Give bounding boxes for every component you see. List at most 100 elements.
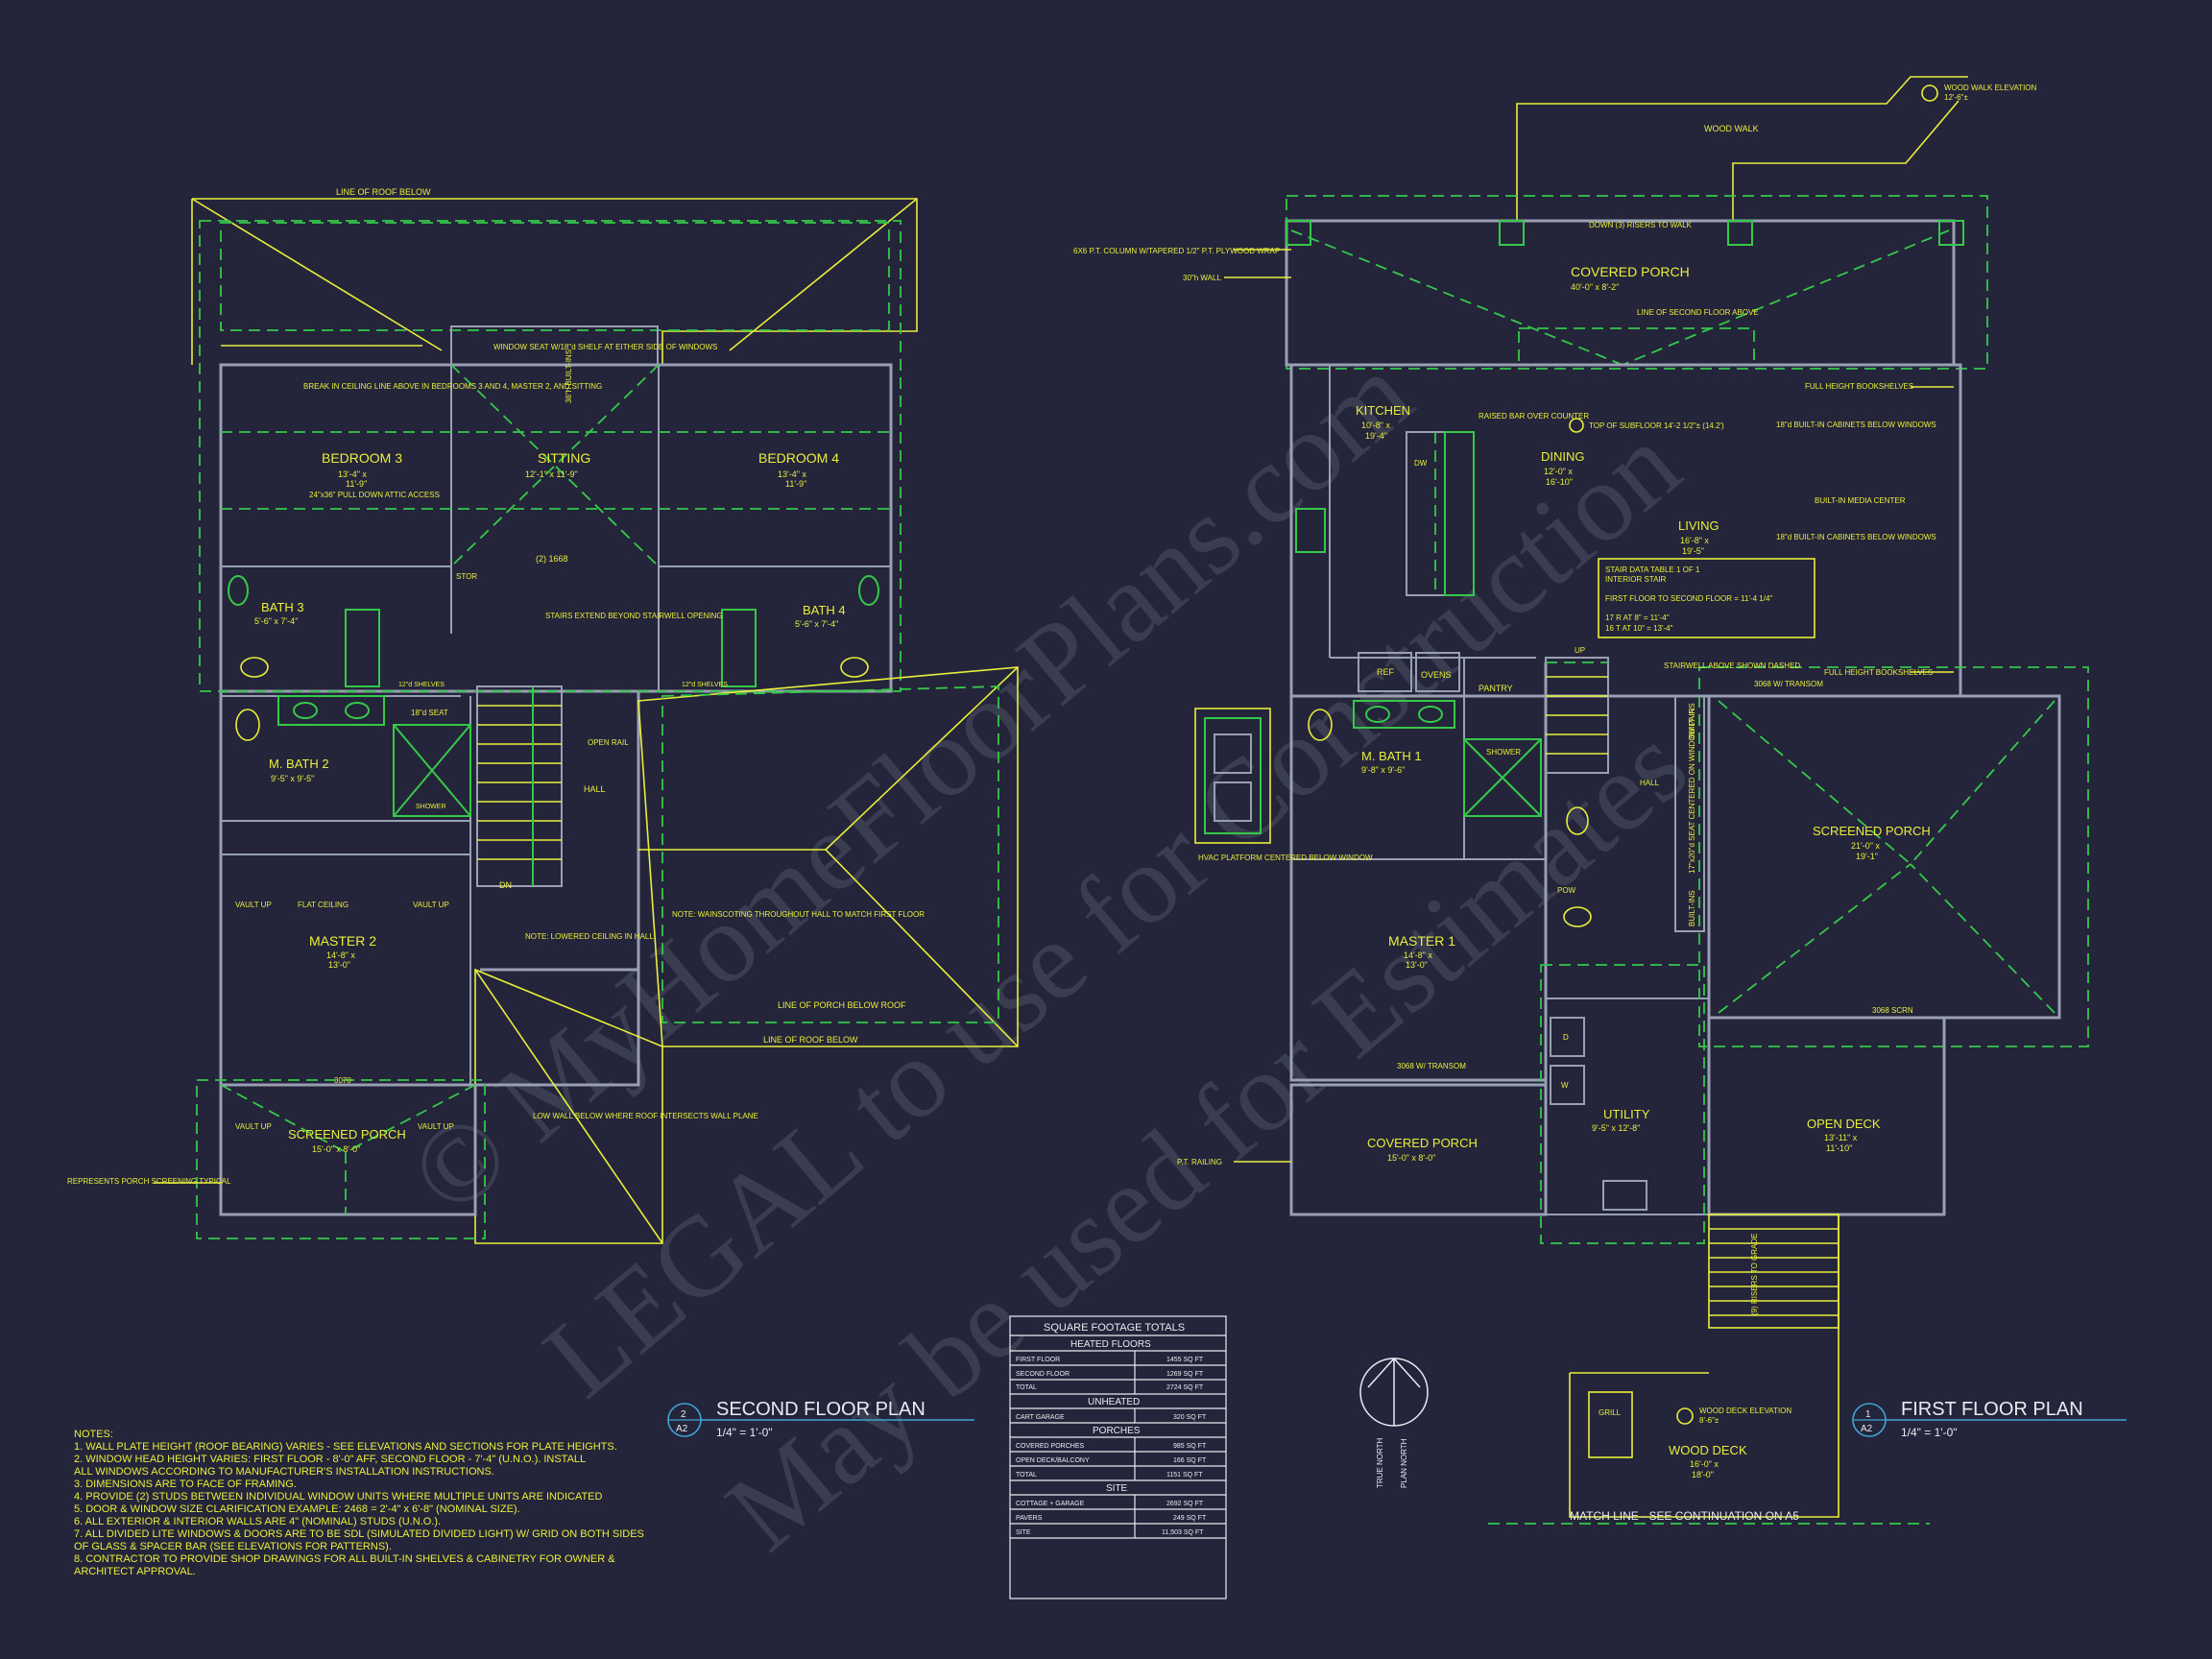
note-2: 2. WINDOW HEAD HEIGHT VARIES: FIRST FLOO… [74, 1454, 586, 1465]
svg-text:2692 SQ FT: 2692 SQ FT [1166, 1501, 1204, 1507]
svg-text:COVERED PORCH: COVERED PORCH [1367, 1136, 1478, 1150]
svg-text:166 SQ FT: 166 SQ FT [1173, 1457, 1207, 1464]
svg-text:STOR: STOR [456, 572, 477, 581]
note-7: 7. ALL DIVIDED LITE WINDOWS & DOORS ARE … [74, 1528, 644, 1540]
svg-text:KITCHEN: KITCHEN [1356, 403, 1410, 418]
builtin-cabinets-note-2: 18"d BUILT-IN CABINETS BELOW WINDOWS [1776, 533, 1936, 541]
svg-text:1: 1 [1865, 1409, 1871, 1420]
svg-text:13'-11" x: 13'-11" x [1824, 1133, 1858, 1142]
svg-text:TOTAL: TOTAL [1016, 1472, 1037, 1479]
room-screened-porch-2: SCREENED PORCH 15'-0" x 8'-0" [288, 1127, 406, 1154]
second-floor-scale: 1/4" = 1'-0" [716, 1426, 773, 1439]
room-bedroom-3: BEDROOM 3 13'-4" x 11'-9" [322, 450, 402, 489]
svg-text:REF: REF [1377, 667, 1395, 677]
svg-text:(2) 1668: (2) 1668 [536, 554, 568, 564]
room-covered-porch-top: COVERED PORCH 40'-0" x 8'-2" [1571, 264, 1690, 292]
room-sitting: SITTING 12'-1" x 11'-9" [525, 450, 590, 479]
screened-porch-2 [219, 1083, 477, 1216]
svg-text:COVERED PORCHES: COVERED PORCHES [1016, 1443, 1085, 1450]
media-center-note: BUILT-IN MEDIA CENTER [1815, 496, 1906, 505]
svg-text:SITE: SITE [1016, 1529, 1031, 1536]
lowered-ceiling-note: NOTE: LOWERED CEILING IN HALL [525, 932, 654, 941]
room-covered-porch-bottom: COVERED PORCH 15'-0" x 8'-0" [1367, 1136, 1478, 1163]
svg-text:3070: 3070 [334, 1076, 351, 1085]
room-wood-deck: WOOD DECK 16'-0" x 18'-0" [1669, 1443, 1747, 1479]
note-5: 5. DOOR & WINDOW SIZE CLARIFICATION EXAM… [74, 1503, 520, 1515]
svg-text:A2: A2 [676, 1424, 688, 1434]
builtins-note: 36"h BUILT-INS [565, 349, 573, 403]
svg-text:12'-1" x 11'-9": 12'-1" x 11'-9" [525, 469, 578, 479]
note-8: 8. CONTRACTOR TO PROVIDE SHOP DRAWINGS F… [74, 1553, 615, 1565]
svg-text:POW: POW [1557, 886, 1576, 895]
svg-text:SHOWER: SHOWER [416, 804, 446, 810]
break-ceiling-note: BREAK IN CEILING LINE ABOVE IN BEDROOMS … [303, 382, 602, 391]
svg-text:320 SQ FT: 320 SQ FT [1173, 1414, 1207, 1421]
svg-text:SHOWER: SHOWER [1486, 748, 1521, 757]
first-floor-plan: WOOD WALK WOOD WALK ELEVATION 12'-6"± DW [1073, 76, 2089, 1525]
svg-text:D: D [1563, 1033, 1569, 1042]
svg-text:M. BATH 2: M. BATH 2 [269, 757, 329, 771]
svg-text:1151 SQ FT: 1151 SQ FT [1166, 1472, 1203, 1479]
svg-text:HEATED FLOORS: HEATED FLOORS [1070, 1339, 1151, 1350]
svg-text:9'-5" x 12'-8": 9'-5" x 12'-8" [1592, 1123, 1640, 1133]
hvac-platform [1194, 708, 1271, 844]
svg-text:WOOD DECK ELEVATION: WOOD DECK ELEVATION [1699, 1407, 1791, 1415]
railing-note: P.T. RAILING [1177, 1158, 1222, 1166]
svg-text:M. BATH 1: M. BATH 1 [1361, 749, 1422, 763]
hall-label-2: HALL [584, 784, 606, 794]
shower-2 [393, 724, 471, 817]
svg-text:VAULT UP: VAULT UP [418, 1122, 454, 1131]
svg-text:16 T AT 10" = 13'-4": 16 T AT 10" = 13'-4" [1605, 624, 1673, 633]
second-floor-title-block: 2 A2 SECOND FLOOR PLAN 1/4" = 1'-0" [667, 1399, 974, 1439]
roof-note-top: LINE OF ROOF BELOW [336, 187, 431, 197]
bookshelves-note-top: FULL HEIGHT BOOKSHELVES [1805, 382, 1913, 391]
room-bedroom-4: BEDROOM 4 13'-4" x 11'-9" [758, 450, 839, 489]
note-1: 1. WALL PLATE HEIGHT (ROOF BEARING) VARI… [74, 1441, 617, 1453]
svg-text:GRILL: GRILL [1599, 1408, 1622, 1417]
room-kitchen: KITCHEN 10'-8" x 19'-4" [1356, 403, 1410, 441]
first-floor-main-walls [1289, 363, 1962, 698]
svg-text:5'-6" x 7'-4": 5'-6" x 7'-4" [254, 616, 298, 626]
roof-outline [192, 198, 918, 365]
svg-text:SITTING: SITTING [538, 450, 590, 466]
svg-text:(9) RISERS TO GRADE: (9) RISERS TO GRADE [1750, 1234, 1759, 1316]
svg-text:FIRST FLOOR TO SECOND FLOOR =: FIRST FLOOR TO SECOND FLOOR = 11'-4 1/4" [1605, 594, 1772, 603]
roof-note-right: LINE OF ROOF BELOW [763, 1035, 858, 1045]
svg-text:12"d SHELVES: 12"d SHELVES [398, 682, 445, 688]
svg-text:12'-0" x: 12'-0" x [1544, 467, 1573, 476]
svg-text:A2: A2 [1861, 1424, 1873, 1434]
notes-title: NOTES: [74, 1429, 113, 1440]
svg-text:BATH 4: BATH 4 [803, 603, 846, 617]
svg-text:OPEN DECK: OPEN DECK [1807, 1117, 1881, 1131]
svg-text:19'-4": 19'-4" [1365, 431, 1387, 441]
stair-data-table: STAIR DATA TABLE 1 OF 1 INTERIOR STAIR F… [1598, 558, 1815, 638]
room-bath-3: BATH 3 5'-6" x 7'-4" [254, 600, 304, 626]
svg-text:WOOD DECK: WOOD DECK [1669, 1443, 1747, 1457]
svg-text:16'-0" x: 16'-0" x [1690, 1459, 1719, 1469]
svg-text:249 SQ FT: 249 SQ FT [1173, 1515, 1207, 1522]
second-floor-title: SECOND FLOOR PLAN [716, 1399, 926, 1420]
porch-screening-note: REPRESENTS PORCH SCREENING TYPICAL [67, 1177, 231, 1186]
wood-walk [1516, 76, 1968, 221]
hvac-note: HVAC PLATFORM CENTERED BELOW WINDOW [1198, 854, 1373, 862]
svg-text:11'-9": 11'-9" [346, 479, 367, 489]
svg-text:18'-0": 18'-0" [1692, 1470, 1714, 1479]
svg-text:12"d SHELVES: 12"d SHELVES [682, 682, 728, 688]
svg-text:15'-0" x 8'-0": 15'-0" x 8'-0" [312, 1144, 360, 1154]
column-note: 6X6 P.T. COLUMN W/TAPERED 1/2" P.T. PLYW… [1073, 247, 1280, 255]
room-master-bath-2: M. BATH 2 9'-5" x 9'-5" [269, 757, 329, 783]
wainscot-note: NOTE: WAINSCOTING THROUGHOUT HALL TO MAT… [672, 910, 925, 919]
note-7b: OF GLASS & SPACER BAR (SEE ELEVATIONS FO… [74, 1541, 392, 1552]
svg-text:COVERED PORCH: COVERED PORCH [1571, 264, 1690, 279]
room-living: LIVING 16'-8" x 19'-5" [1678, 518, 1719, 556]
note-8b: ARCHITECT APPROVAL. [74, 1566, 196, 1577]
window-seat-note: WINDOW SEAT W/18"d SHELF AT EITHER SIDE … [493, 343, 717, 351]
scrn-door-note: 3068 SCRN [1872, 1006, 1913, 1015]
svg-text:2724 SQ FT: 2724 SQ FT [1166, 1384, 1204, 1391]
second-floor-plan: LINE OF ROOF BELOW [67, 187, 1019, 1244]
transom-note-1: 3068 W/ TRANSOM [1754, 680, 1823, 688]
room-screened-porch-1: SCREENED PORCH 21'-0" x 19'-1" [1813, 824, 1931, 861]
svg-text:W: W [1561, 1081, 1569, 1090]
svg-text:SECOND FLOOR: SECOND FLOOR [1016, 1371, 1070, 1378]
covered-porch-top [1285, 219, 1956, 367]
